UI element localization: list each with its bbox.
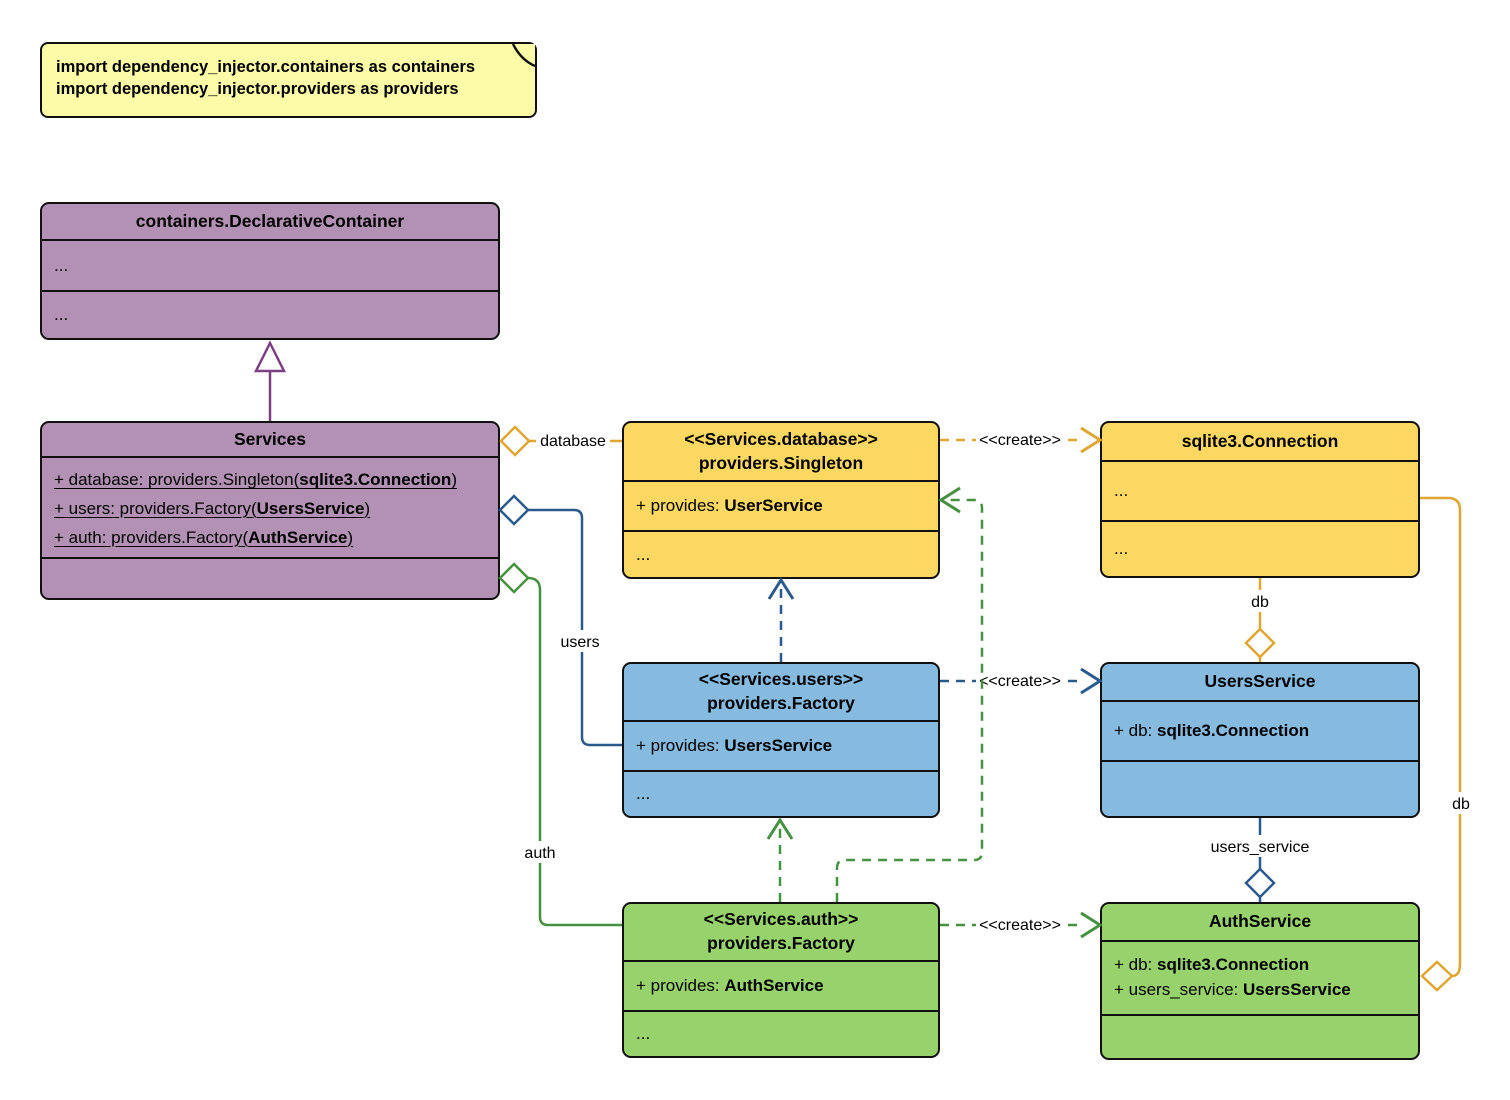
edge-label-bg (976, 428, 1064, 450)
class-users-service: UsersService + db: sqlite3.Connection (1100, 662, 1420, 818)
class-title: containers.DeclarativeContainer (135, 210, 405, 231)
attribute-provides: + provides: UsersService (636, 735, 833, 755)
attribute-users-service: + users_service: UsersService (1114, 980, 1351, 999)
class-compartment: ... (1102, 520, 1418, 576)
class-compartment: + provides: AuthService (624, 960, 938, 1010)
note-line-1: import dependency_injector.containers as… (56, 58, 476, 76)
attribute-provides: + provides: AuthService (636, 975, 824, 995)
edge-label-bg (518, 841, 562, 863)
class-title: UsersService (1204, 671, 1316, 692)
attribute-auth: + auth: providers.Factory(AuthService) (54, 527, 354, 547)
class-compartment: + db: sqlite3.Connection + users_service… (1102, 940, 1418, 1014)
edge-label-users-service: users_service (1211, 839, 1310, 856)
edge-label-bg (1206, 835, 1314, 857)
aggregation-diamond-icon (498, 562, 530, 594)
class-compartment: ... (624, 1010, 938, 1056)
stereotype: <<Services.users>> (698, 669, 864, 690)
class-compartment: + db: sqlite3.Connection (1102, 700, 1418, 760)
note-line-2: import dependency_injector.providers as … (56, 80, 459, 99)
class-compartment: ... (624, 530, 938, 577)
open-arrowhead-icon (1080, 911, 1103, 939)
edge-label-users: users (560, 634, 599, 651)
class-compartment: ... (42, 290, 498, 338)
class-compartment: + provides: UsersService (624, 720, 938, 770)
class-title: Services (233, 428, 306, 449)
edge-label-db-right: db (1452, 796, 1470, 813)
class-title: sqlite3.Connection (1181, 430, 1339, 451)
class-auth-service: AuthService + db: sqlite3.Connection + u… (1100, 902, 1420, 1060)
attribute-db: + db: sqlite3.Connection (1114, 955, 1310, 975)
edge-label-bg (1245, 590, 1275, 612)
open-arrowhead-icon (1080, 426, 1103, 454)
class-compartment: ... (1102, 460, 1418, 520)
class-declarative-container: containers.DeclarativeContainer ... ... (40, 202, 500, 340)
aggregation-diamond-icon (1420, 960, 1454, 992)
class-database-singleton: <<Services.database>> providers.Singleto… (622, 421, 940, 579)
attribute-users: + users: providers.Factory(UsersService) (54, 498, 371, 518)
open-arrowhead-icon (938, 486, 961, 514)
class-title: <<Services.database>> providers.Singleto… (684, 428, 878, 473)
edge-label-bg (976, 913, 1064, 935)
class-auth-factory: <<Services.auth>> providers.Factory + pr… (622, 902, 940, 1058)
edge-label-bg (556, 630, 604, 652)
edge-label-auth: auth (524, 845, 555, 862)
stereotype: <<Services.database>> (684, 428, 878, 449)
open-arrowhead-icon (1080, 667, 1103, 695)
class-sqlite3-connection: sqlite3.Connection ... ... (1100, 421, 1420, 578)
edge-label-create: <<create>> (979, 432, 1061, 449)
class-compartment: ... (624, 770, 938, 816)
class-title: <<Services.auth>> providers.Factory (703, 909, 859, 953)
aggregation-diamond-icon (498, 494, 530, 526)
class-services: Services + database: providers.Singleton… (40, 421, 500, 600)
note-fold-corner-icon (511, 43, 536, 68)
import-note: import dependency_injector.containers as… (40, 42, 537, 118)
edge-label-bg (976, 669, 1064, 691)
class-users-factory: <<Services.users>> providers.Factory + p… (622, 662, 940, 818)
class-compartment: + database: providers.Singleton(sqlite3.… (42, 456, 498, 557)
attribute-database: + database: providers.Singleton(sqlite3.… (54, 470, 457, 490)
edge-label-create: <<create>> (979, 917, 1061, 934)
aggregation-diamond-icon (1244, 867, 1276, 899)
stereotype: <<Services.auth>> (703, 909, 859, 930)
class-compartment-empty (42, 556, 498, 598)
edge-auth (527, 576, 622, 927)
edge-users (528, 508, 622, 747)
class-compartment-empty (1102, 760, 1418, 816)
edge-label-bg (536, 429, 610, 451)
class-title: AuthService (1208, 911, 1312, 932)
attribute-db: + db: sqlite3.Connection (1114, 720, 1310, 740)
edge-label-database: database (540, 433, 606, 450)
aggregation-diamond-icon (1244, 627, 1276, 659)
class-compartment-empty (1102, 1014, 1418, 1058)
class-compartment: + provides: UserService (624, 480, 938, 530)
class-title: <<Services.users>> providers.Factory (698, 669, 864, 713)
edge-db-right (1420, 496, 1462, 978)
aggregation-diamond-icon (499, 425, 531, 457)
open-arrowhead-icon (767, 577, 795, 600)
edge-label-db: db (1251, 594, 1269, 611)
open-arrowhead-icon (766, 817, 794, 840)
edge-label-bg (1446, 792, 1476, 814)
generalization-triangle-icon (253, 340, 287, 373)
class-compartment: ... (42, 239, 498, 290)
edge-label-create: <<create>> (979, 673, 1061, 690)
attribute-provides: + provides: UserService (636, 495, 823, 515)
